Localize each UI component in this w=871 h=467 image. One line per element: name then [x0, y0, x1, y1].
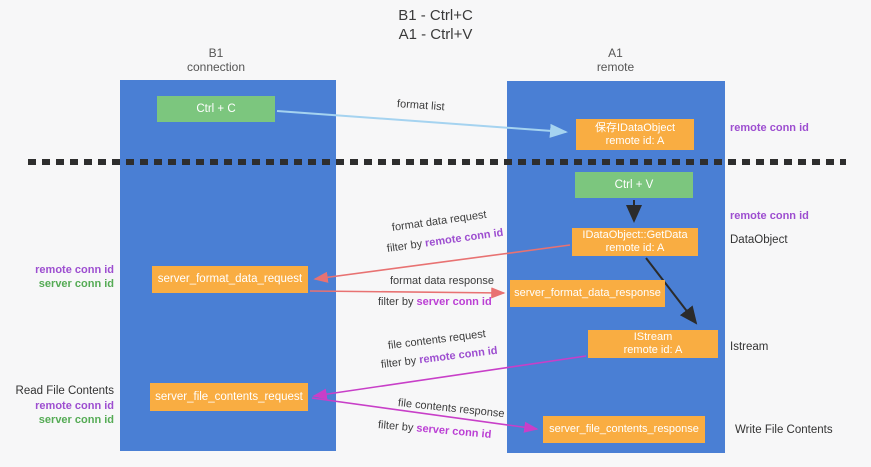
- left-label-server-conn-id-format: server conn id: [38, 278, 114, 290]
- filter-by-text: filter by: [386, 237, 426, 255]
- node-istream: IStream remote id: A: [588, 330, 718, 358]
- node-save-idataobject-line1: 保存IDataObject: [594, 121, 676, 134]
- node-server-format-data-response: server_format_data_response: [510, 280, 665, 307]
- node-server-file-contents-response-label: server_file_contents_response: [549, 423, 699, 435]
- left-label-remote-conn-id-file: remote conn id: [35, 400, 114, 412]
- left-label-remote-conn-id-format: remote conn id: [35, 264, 114, 276]
- node-ctrl-v: Ctrl + V: [575, 172, 693, 198]
- edge-label-format-list: format list: [396, 98, 445, 114]
- filter-key-server-conn-id: server conn id: [415, 422, 492, 441]
- title-line-1: B1 - Ctrl+C: [398, 7, 473, 24]
- node-ctrl-c-label: Ctrl + C: [196, 102, 236, 115]
- diagram-title: B1 - Ctrl+C A1 - Ctrl+V: [0, 6, 871, 44]
- right-column-role: remote: [596, 60, 635, 74]
- right-label-remote-conn-id-top: remote conn id: [730, 122, 809, 134]
- filter-by-text: filter by: [377, 419, 417, 435]
- node-server-file-contents-request-label: server_file_contents_request: [155, 390, 303, 403]
- node-server-format-data-request: server_format_data_request: [152, 266, 308, 293]
- left-column-role: connection: [186, 60, 246, 74]
- edge-label-file-contents-response-filter: filter by server conn id: [377, 419, 491, 441]
- right-column-header: A1 remote: [507, 46, 724, 74]
- node-istream-line2: remote id: A: [623, 344, 683, 356]
- edge-label-format-data-response: format data response: [390, 275, 494, 287]
- left-column-name: B1: [208, 46, 224, 60]
- node-server-file-contents-request: server_file_contents_request: [150, 383, 308, 411]
- right-label-remote-conn-id-mid: remote conn id: [730, 210, 809, 222]
- node-server-file-contents-response: server_file_contents_response: [543, 416, 705, 443]
- node-idataobject-getdata-line2: remote id: A: [605, 242, 665, 254]
- node-server-format-data-request-label: server_format_data_request: [157, 273, 303, 285]
- node-save-idataobject: 保存IDataObject remote id: A: [576, 119, 694, 150]
- node-idataobject-getdata-line1: IDataObject::GetData: [582, 229, 688, 241]
- edge-label-format-data-response-filter: filter by server conn id: [378, 296, 492, 308]
- left-label-read-file-contents: Read File Contents: [15, 385, 114, 397]
- arrow-format-data-response: [309, 287, 506, 299]
- edge-label-file-contents-response: file contents response: [397, 397, 506, 421]
- node-server-format-data-response-label: server_format_data_response: [514, 287, 661, 299]
- filter-by-text: filter by: [380, 354, 420, 371]
- right-label-write-file-contents: Write File Contents: [735, 424, 833, 436]
- node-istream-line1: IStream: [633, 331, 673, 343]
- filter-key-remote-conn-id: remote conn id: [418, 344, 499, 367]
- node-idataobject-getdata: IDataObject::GetData remote id: A: [572, 228, 698, 256]
- right-label-istream: Istream: [730, 341, 769, 353]
- filter-by-text: filter by: [378, 296, 417, 308]
- node-ctrl-v-label: Ctrl + V: [614, 178, 654, 191]
- title-line-2: A1 - Ctrl+V: [398, 26, 473, 43]
- left-label-server-conn-id-file: server conn id: [38, 414, 114, 426]
- node-ctrl-c: Ctrl + C: [157, 96, 275, 122]
- left-column-header: B1 connection: [106, 46, 326, 74]
- right-label-dataobject: DataObject: [730, 234, 788, 246]
- filter-key-remote-conn-id: remote conn id: [424, 226, 505, 250]
- node-save-idataobject-line2: remote id: A: [605, 134, 665, 147]
- right-column-name: A1: [608, 46, 623, 60]
- phase-divider-dashed-line: [28, 159, 846, 165]
- filter-key-server-conn-id: server conn id: [416, 296, 492, 308]
